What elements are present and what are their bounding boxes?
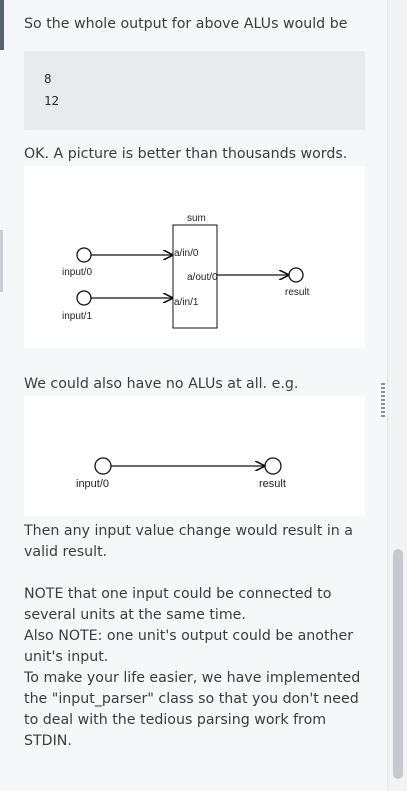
input0-node-icon-2: [94, 457, 112, 475]
content-panel: So the whole output for above ALUs would…: [0, 0, 385, 749]
no-alu-diagram: input/0 result: [24, 396, 365, 516]
input0-label-2: input/0: [76, 478, 109, 490]
change-text: Then any input value change would result…: [24, 523, 353, 560]
left-accent-bar-top: [0, 0, 4, 50]
result-node-icon-2: [264, 457, 282, 475]
port-in1-label: a/in/1: [174, 297, 199, 308]
picture-text: OK. A picture is better than thousands w…: [24, 146, 348, 162]
input0-node-icon: [76, 247, 92, 263]
scrollbar-thumb[interactable]: [393, 549, 403, 779]
input1-node-icon: [76, 290, 92, 306]
result-label-2: result: [259, 478, 286, 490]
input1-label: input/1: [62, 311, 92, 322]
scrollbar-track[interactable]: [387, 0, 407, 791]
port-in0-label: a/in/0: [174, 248, 199, 259]
no-alu-diagram-svg: input/0 result: [76, 457, 286, 490]
note-line-1: NOTE that one input could be connected t…: [24, 586, 332, 623]
input0-label: input/0: [62, 267, 92, 278]
left-accent-bar-middle: [0, 230, 3, 292]
intro-text: So the whole output for above ALUs would…: [24, 16, 348, 32]
alu-box: [172, 224, 218, 329]
code-line-2: 12: [44, 93, 60, 108]
code-line-1: 8: [44, 71, 52, 86]
no-alu-text: We could also have no ALUs at all. e.g.: [24, 376, 299, 392]
sum-label: sum: [187, 213, 206, 224]
port-out0-label: a/out/0: [187, 272, 218, 283]
alu-diagram-svg: sum input/0 a/in/0 input/1 a/in/1 a/out/…: [62, 213, 310, 329]
result-node-icon: [288, 267, 304, 283]
alu-diagram: sum input/0 a/in/0 input/1 a/in/1 a/out/…: [24, 166, 365, 348]
note-line-2: Also NOTE: one unit's output could be an…: [24, 628, 354, 665]
note-line-3: To make your life easier, we have implem…: [24, 670, 361, 749]
result-label: result: [285, 287, 310, 298]
code-output-block: 8 12: [24, 51, 365, 130]
resize-grip-handle[interactable]: [381, 383, 385, 417]
